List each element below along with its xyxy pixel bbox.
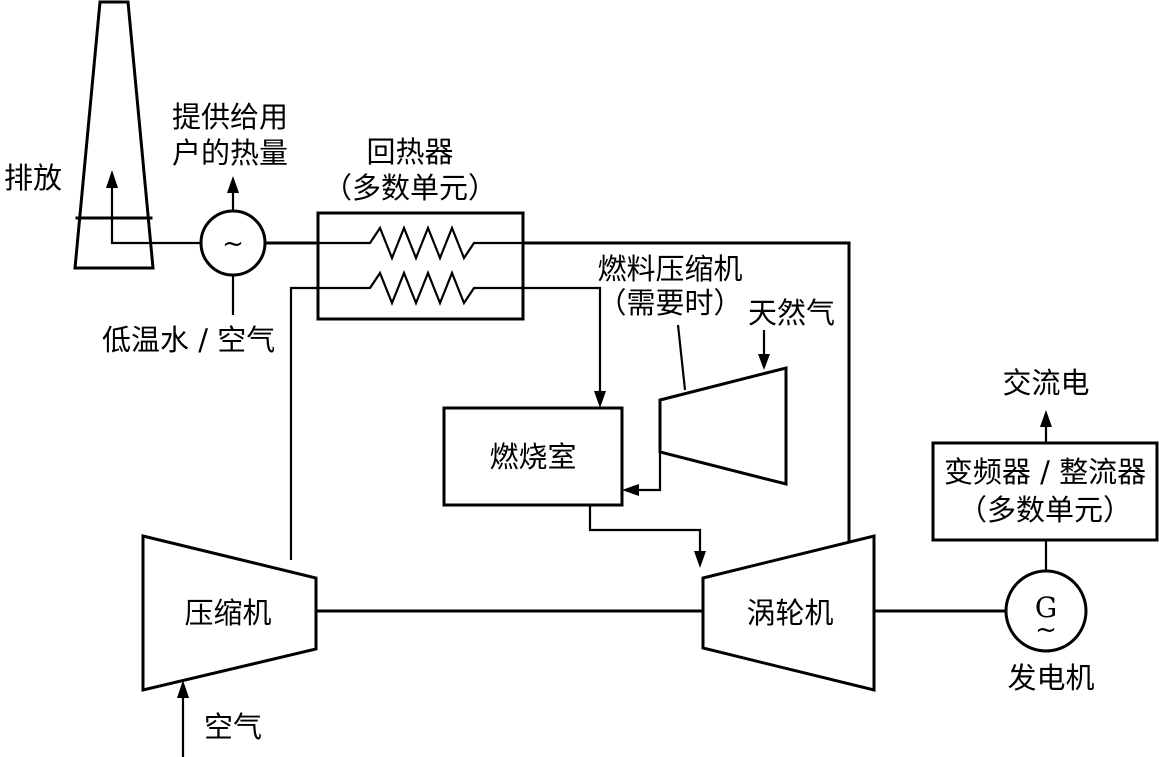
generator-symbol: G [1035,591,1057,624]
recuperator [316,211,525,321]
fuel-compressor-pointer [676,324,687,391]
recuperator-box [316,211,525,321]
generator: G ~ [1004,569,1088,653]
air-label: 空气 [204,710,262,744]
exhaust-flow-line [110,185,200,245]
fuel-compressor-label-line2: （需要时） [597,286,742,320]
exhaust-arrowhead [106,170,118,188]
turbine-label: 涡轮机 [746,596,833,630]
combustor-to-turbine-arrowhead [694,551,706,568]
preheated-air-arrowhead [594,391,606,408]
preheated-air-line [523,286,602,392]
heat-to-user-label-line2: 户的热量 [172,136,288,170]
heat-exchanger-symbol: ~ [222,229,244,259]
exhaust-label: 排放 [4,161,62,195]
combustor-to-turbine-line [588,505,702,553]
fuel-to-combustor-arrowhead [622,484,639,496]
turbine-exhaust-line [521,241,851,542]
stack-outline [73,0,155,270]
compressor-label: 压缩机 [184,596,271,630]
compressor [141,534,318,692]
low-temp-water-air-label: 低温水 / 空气 [102,323,275,357]
user-heat-exchanger: ~ [199,209,267,277]
recuperator-hot-coil [318,225,523,261]
exhaust-arrow [106,170,200,245]
recuperator-cold-coil [318,270,523,306]
generator-tilde: ~ [1035,615,1057,645]
turbine [701,534,876,692]
ac-power-label: 交流电 [1002,366,1089,400]
fuel-compressor [658,366,788,486]
inverter-label-line1: 变频器 / 整流器 [944,455,1146,489]
recuperator-label-line1: 回热器 [366,135,453,169]
compressor-outlet-line [289,286,318,560]
heat-to-user-label-line1: 提供给用 [172,100,288,134]
recuperator-label-line2: （多数单元） [323,171,497,205]
natural-gas-arrowhead [758,354,770,370]
natural-gas-label: 天然气 [748,296,835,330]
fuel-to-combustor-line [638,430,662,492]
turbine-shape [701,534,876,692]
inverter-label-line2: （多数单元） [958,493,1132,527]
generator-label: 发电机 [1007,661,1094,695]
combustor-label: 燃烧室 [489,440,576,474]
combustor [442,406,624,507]
air-inlet-arrowhead [177,680,189,698]
fuel-compressor-label-line1: 燃料压缩机 [597,252,742,286]
heat-output-arrowhead [227,176,239,193]
combustor-box [442,406,624,507]
compressor-shape [141,534,318,692]
fuel-compressor-shape [658,366,788,486]
ac-output-arrowhead [1040,410,1052,427]
exhaust-stack [73,0,155,270]
